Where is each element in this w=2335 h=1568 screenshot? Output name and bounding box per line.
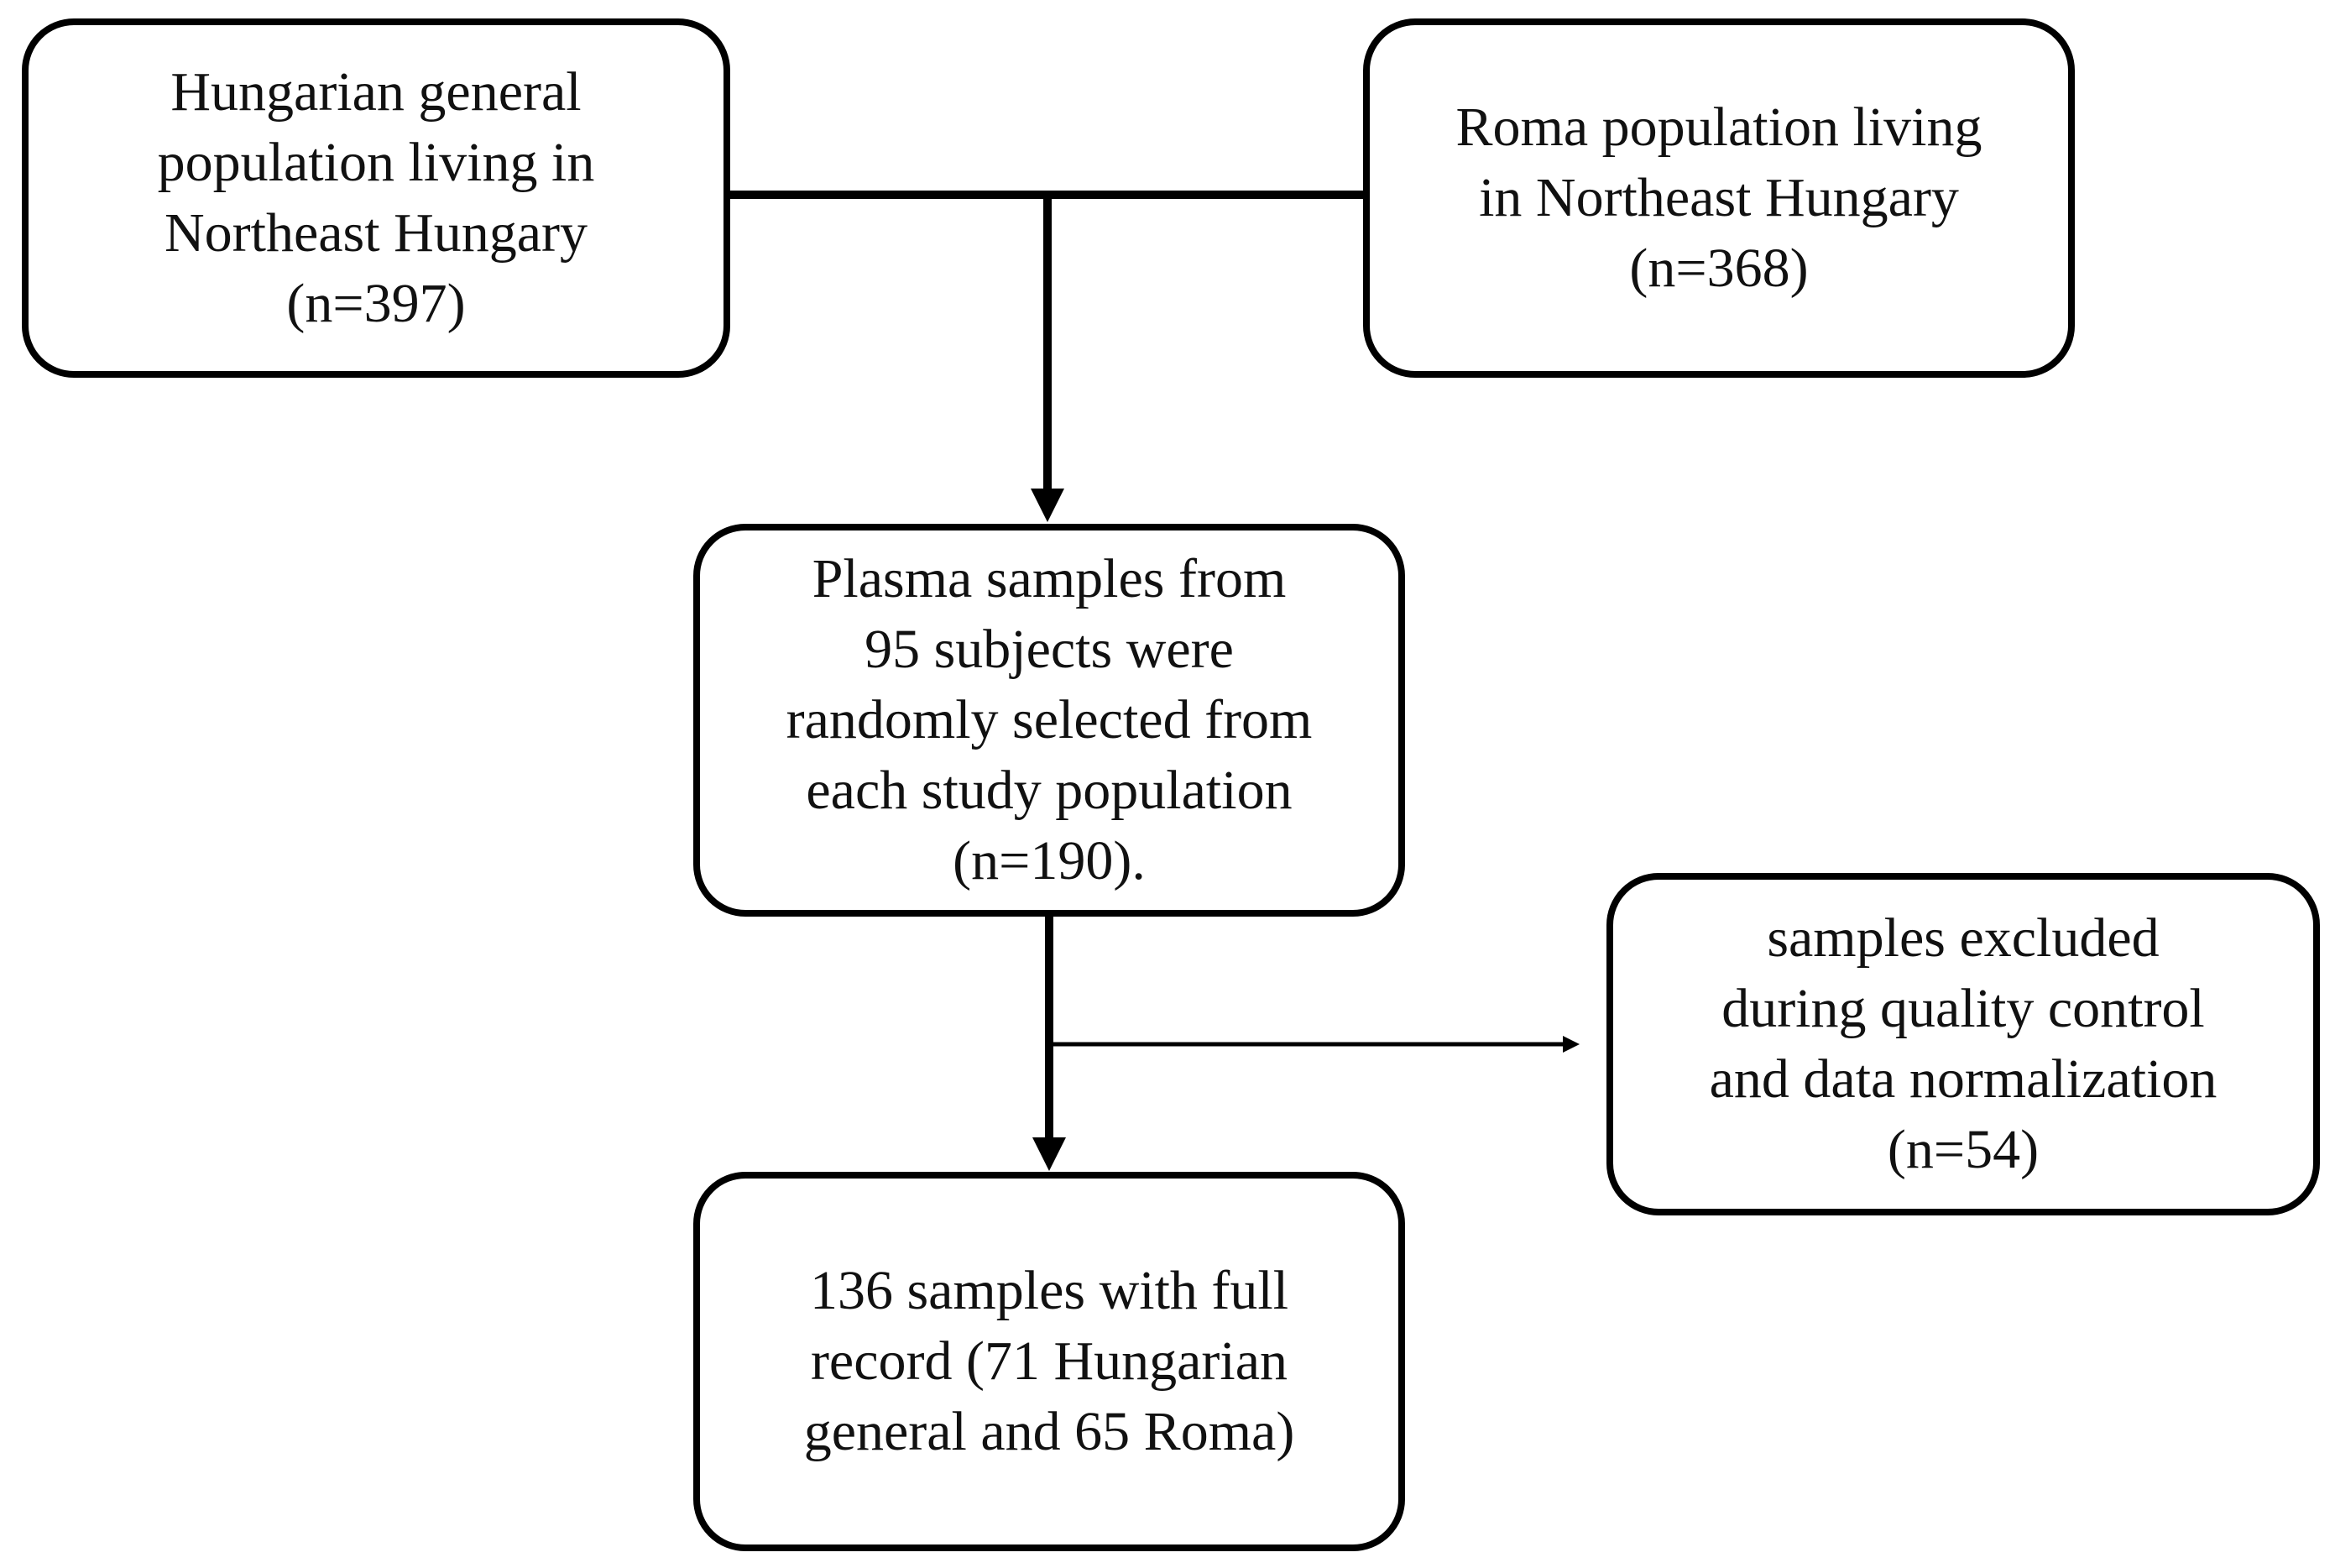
box-line: (n=397) [286, 273, 466, 334]
hungarian-population-text: Hungarian general population living in N… [158, 57, 595, 339]
box-line: (n=54) [1887, 1119, 2040, 1180]
box-line: and data normalization [1709, 1048, 2217, 1110]
final-samples-text: 136 samples with full record (71 Hungari… [804, 1256, 1295, 1467]
excluded-samples-text: samples excluded during quality control … [1710, 903, 2217, 1185]
box-line: general and 65 Roma) [803, 1401, 1295, 1462]
plasma-samples-text: Plasma samples from 95 subjects were ran… [786, 544, 1313, 896]
box-line: population living in [157, 132, 595, 193]
box-line: during quality control [1721, 978, 2205, 1039]
box-line: Plasma samples from [812, 548, 1287, 609]
box-line: (n=368) [1629, 238, 1809, 299]
excluded-samples-box: samples excluded during quality control … [1606, 873, 2320, 1215]
box-line: Hungarian general [170, 61, 582, 123]
final-samples-box: 136 samples with full record (71 Hungari… [693, 1172, 1405, 1551]
roma-population-box: Roma population living in Northeast Hung… [1363, 18, 2075, 378]
box-line: record (71 Hungarian [810, 1330, 1288, 1392]
box-line: (n=190). [953, 830, 1146, 891]
box-line: 95 subjects were [865, 619, 1234, 680]
roma-population-text: Roma population living in Northeast Hung… [1456, 92, 1982, 304]
hungarian-population-box: Hungarian general population living in N… [22, 18, 730, 378]
box-line: Northeast Hungary [164, 202, 588, 264]
box-line: 136 samples with full [809, 1260, 1289, 1321]
box-line: each study population [806, 760, 1293, 821]
box-line: randomly selected from [786, 689, 1313, 750]
box-line: samples excluded [1767, 907, 2160, 969]
box-line: Roma population living [1455, 97, 1982, 158]
plasma-samples-box: Plasma samples from 95 subjects were ran… [693, 524, 1405, 917]
box-line: in Northeast Hungary [1479, 167, 1959, 228]
